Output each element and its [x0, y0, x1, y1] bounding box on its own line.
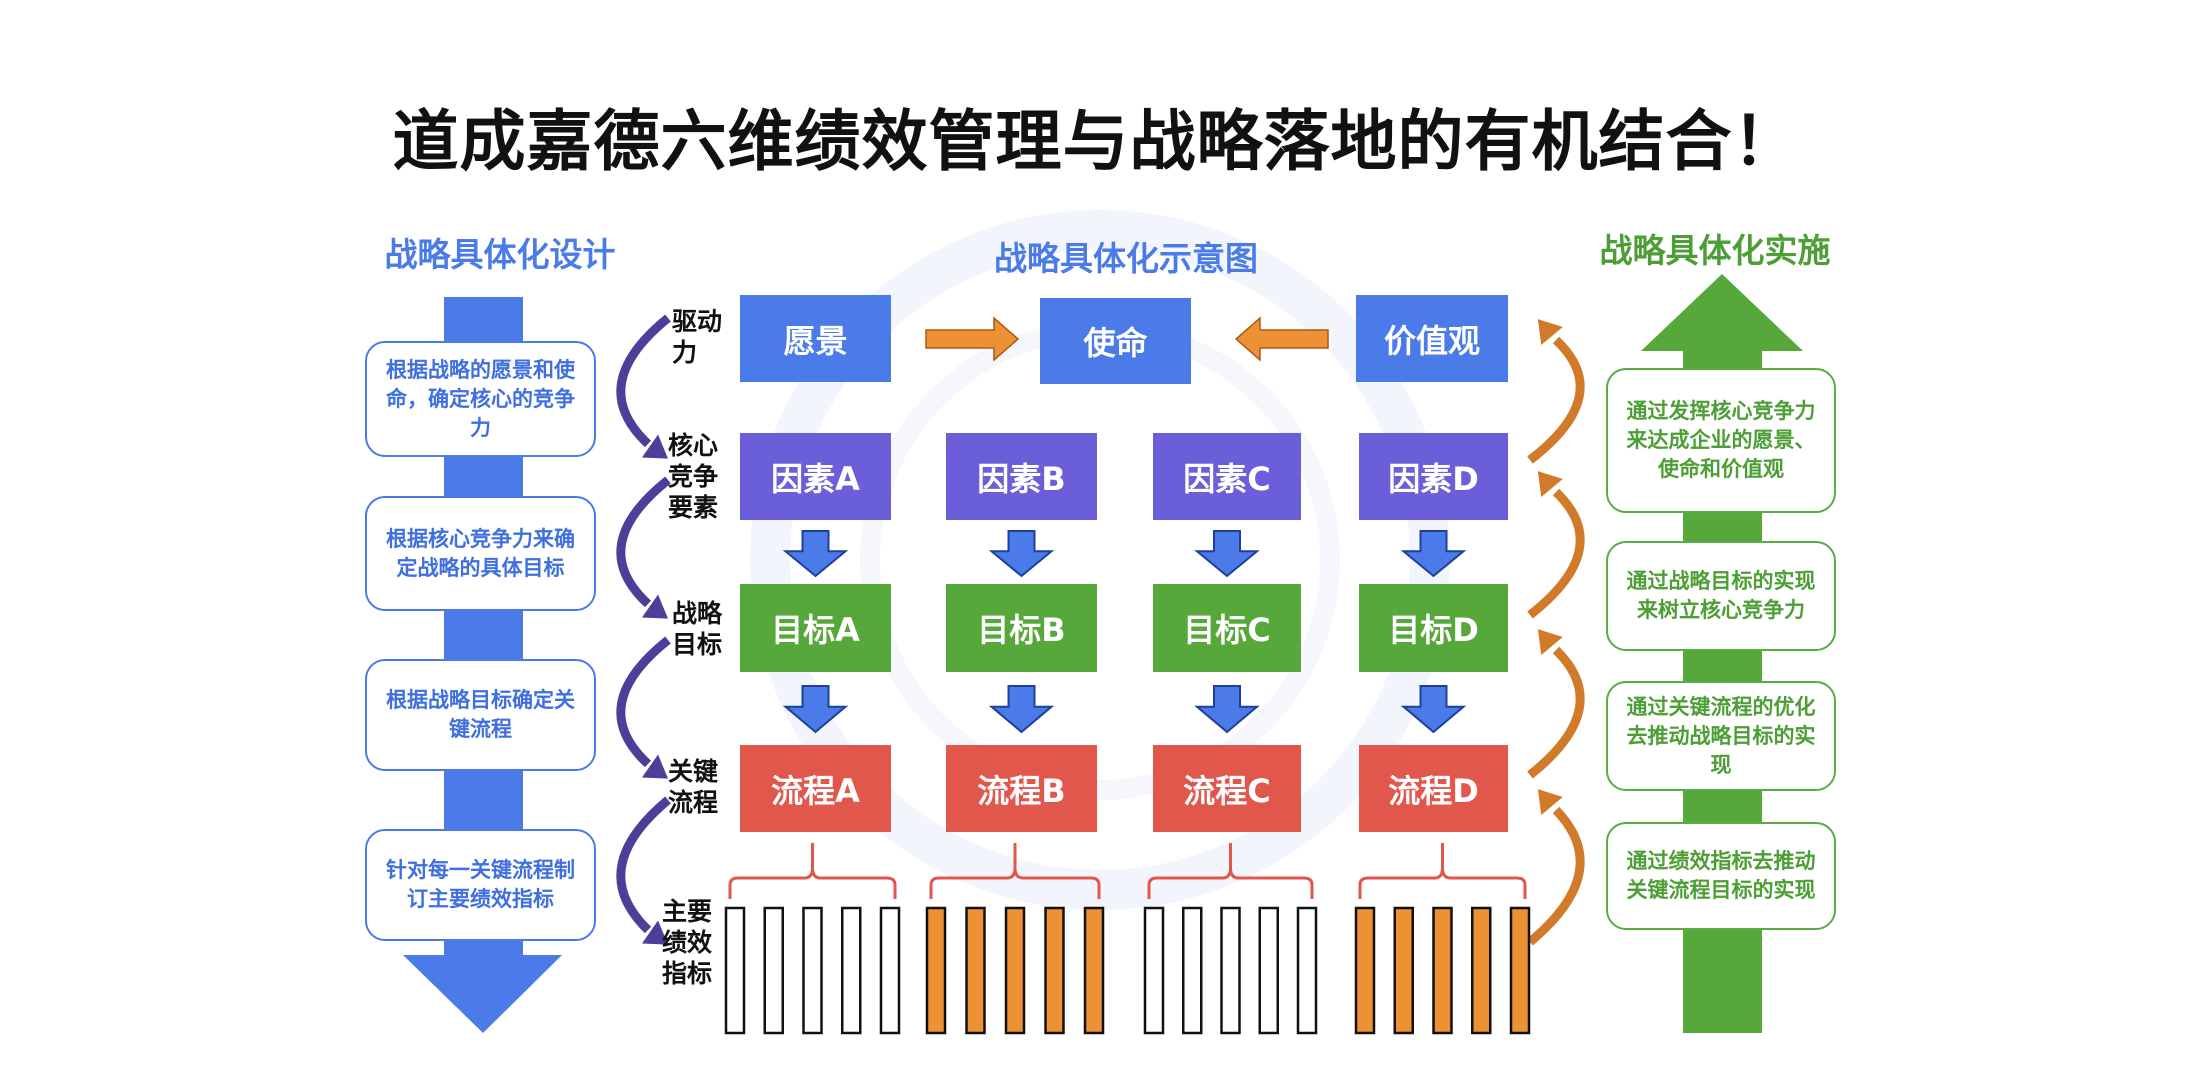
process-box-b: 流程B — [946, 745, 1097, 832]
goal-box-b: 目标B — [946, 584, 1097, 672]
right-step-2: 通过战略目标的实现来树立核心竞争力 — [1606, 541, 1836, 651]
kpi-bar — [1471, 906, 1492, 1035]
down-arrow-icon — [1194, 685, 1260, 734]
kpi-bar — [1296, 906, 1318, 1035]
curved-arrow-left-head — [641, 920, 669, 945]
kpi-bar — [1509, 906, 1531, 1035]
down-arrow-icon — [782, 530, 849, 578]
down-arrow-icon — [988, 685, 1055, 734]
arrow-right-icon — [925, 316, 1020, 362]
kpi-bar — [1393, 906, 1414, 1035]
bracket — [1358, 843, 1527, 899]
row-label-factor: 核心竞争要素 — [668, 431, 719, 522]
kpi-bar — [1354, 906, 1376, 1035]
row-label-driver: 驱动力 — [672, 307, 723, 367]
process-box-a: 流程A — [740, 745, 891, 832]
down-arrow-icon — [988, 530, 1055, 578]
curved-arrow-left — [616, 796, 671, 934]
curved-arrow-left — [616, 476, 671, 608]
bracket — [1147, 843, 1314, 899]
kpi-bar — [1220, 906, 1241, 1035]
left-step-4: 针对每一关键流程制订主要绩效指标 — [365, 829, 596, 941]
kpi-bar — [965, 906, 986, 1035]
header-right: 战略具体化实施 — [1599, 231, 1831, 270]
kpi-bar — [1182, 906, 1203, 1035]
curved-arrow-right — [1527, 488, 1585, 619]
kpi-bar — [1044, 906, 1065, 1035]
right-step-3: 通过关键流程的优化去推动战略目标的实现 — [1606, 681, 1836, 791]
kpi-bar — [724, 906, 746, 1035]
driver-box-vision: 愿景 — [740, 295, 891, 382]
down-arrow-icon — [1400, 685, 1467, 734]
down-arrow-icon — [1400, 530, 1467, 578]
factor-box-d: 因素D — [1359, 433, 1508, 520]
down-arrow-icon — [782, 685, 849, 734]
curved-arrow-left-head — [641, 594, 669, 619]
right-step-1: 通过发挥核心竞争力来达成企业的愿景、使命和价值观 — [1606, 368, 1836, 513]
down-arrow-icon — [1194, 530, 1260, 578]
curved-arrow-right-head — [1537, 629, 1563, 655]
bracket — [929, 843, 1101, 899]
factor-box-c: 因素C — [1153, 433, 1301, 520]
kpi-bar — [1143, 906, 1165, 1035]
kpi-bar — [841, 906, 862, 1035]
curved-arrow-right-head — [1537, 789, 1563, 815]
curved-arrow-left-head — [641, 434, 669, 459]
row-label-process: 关键流程 — [668, 757, 719, 817]
kpi-bar — [1083, 906, 1105, 1035]
kpi-bar — [1432, 906, 1453, 1035]
curved-arrow-left-head — [641, 754, 669, 779]
kpi-bar — [925, 906, 947, 1035]
row-label-kpi: 主要绩效指标 — [662, 897, 713, 988]
curved-arrow-right — [1527, 806, 1585, 946]
kpi-bar — [802, 906, 823, 1035]
right-step-4: 通过绩效指标去推动关键流程目标的实现 — [1606, 822, 1836, 930]
row-label-goal: 战略目标 — [672, 599, 723, 659]
driver-box-values: 价值观 — [1356, 295, 1508, 382]
goal-box-a: 目标A — [740, 584, 891, 672]
curved-arrow-right-head — [1537, 319, 1563, 345]
page-title: 道成嘉德六维绩效管理与战略落地的有机结合！ — [392, 103, 1800, 180]
factor-box-a: 因素A — [740, 433, 891, 520]
kpi-bar — [1258, 906, 1279, 1035]
curved-arrow-left — [616, 314, 671, 448]
kpi-bar — [1004, 906, 1026, 1035]
curved-arrow-right — [1527, 646, 1585, 779]
process-box-d: 流程D — [1359, 745, 1508, 832]
curved-arrow-left — [616, 636, 671, 768]
goal-box-d: 目标D — [1359, 584, 1508, 672]
curved-arrow-right-head — [1537, 471, 1563, 497]
curved-arrow-right — [1527, 336, 1585, 464]
header-left: 战略具体化设计 — [384, 235, 616, 274]
kpi-bar — [879, 906, 901, 1035]
left-step-2: 根据核心竞争力来确定战略的具体目标 — [365, 496, 596, 611]
horizontal-arrows — [925, 316, 1329, 362]
bracket — [728, 843, 897, 899]
driver-box-mission: 使命 — [1040, 298, 1191, 384]
header-middle: 战略具体化示意图 — [994, 239, 1258, 278]
kpi-bar — [763, 906, 784, 1035]
left-step-1: 根据战略的愿景和使命，确定核心的竞争力 — [365, 341, 596, 457]
left-step-3: 根据战略目标确定关键流程 — [365, 659, 596, 771]
arrow-left-icon — [1234, 316, 1329, 362]
goal-box-c: 目标C — [1153, 584, 1301, 672]
factor-box-b: 因素B — [946, 433, 1097, 520]
process-box-c: 流程C — [1153, 745, 1301, 832]
